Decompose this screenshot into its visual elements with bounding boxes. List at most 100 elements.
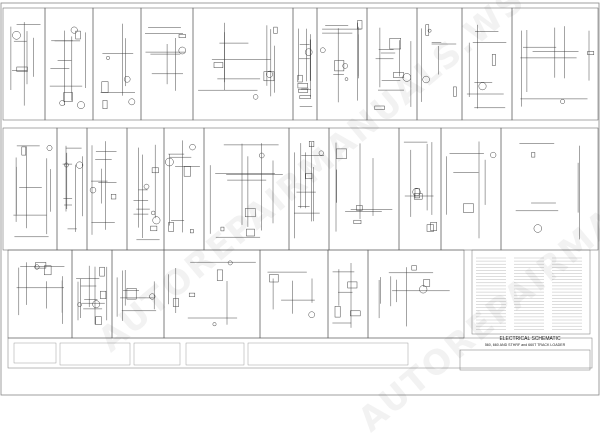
component-symbol [356, 205, 363, 211]
panel-wiring [335, 142, 393, 232]
panel-wiring [100, 23, 136, 109]
component-symbol [165, 157, 174, 167]
panel-wiring [89, 141, 117, 235]
component-symbol [46, 145, 53, 151]
component-symbol [491, 54, 496, 66]
panel-wiring [515, 143, 580, 240]
panel-wiring [421, 24, 457, 102]
notes-box [185, 342, 245, 366]
component-symbol [64, 162, 69, 168]
panel-frame [192, 7, 294, 121]
component-symbol [334, 60, 345, 72]
panel-frame [398, 127, 442, 251]
panel-wiring [403, 141, 437, 232]
panel-frame [328, 127, 400, 251]
component-symbol [172, 298, 179, 307]
component-symbol [402, 73, 412, 82]
component-symbol [425, 24, 430, 36]
panel-wiring [378, 265, 450, 327]
component-symbol [244, 208, 256, 218]
component-symbol [59, 100, 66, 106]
component-symbol [12, 31, 21, 40]
component-symbol [269, 274, 279, 283]
panel-wiring [446, 141, 497, 239]
component-symbol [212, 322, 217, 327]
component-symbol [374, 105, 385, 110]
component-symbol [531, 152, 536, 158]
panel-wiring [165, 140, 200, 234]
component-symbol [336, 148, 347, 159]
component-symbol [183, 166, 191, 177]
component-symbol [168, 222, 174, 232]
revision-box [13, 342, 57, 364]
component-symbol [150, 225, 158, 232]
wire-color-key-box [59, 342, 131, 366]
panel-wiring [297, 28, 313, 107]
panel-wiring [62, 145, 84, 232]
component-symbol [297, 83, 308, 89]
component-symbol [587, 51, 595, 55]
component-symbol [334, 306, 341, 318]
component-symbol [99, 266, 105, 277]
panel-wiring [320, 20, 363, 103]
component-symbol [478, 82, 487, 91]
component-symbol [318, 150, 324, 156]
component-symbol [77, 302, 82, 307]
panel-wiring [267, 271, 315, 318]
panel-frame [44, 7, 94, 121]
component-symbol [35, 262, 47, 269]
panel-wiring [116, 270, 157, 321]
component-symbol [560, 99, 566, 104]
component-symbol [95, 316, 102, 325]
panel-frame [416, 7, 463, 121]
component-symbol [252, 94, 259, 100]
component-symbol [216, 269, 223, 281]
sheet-border [0, 2, 600, 396]
component-symbol [75, 30, 81, 40]
component-symbol [227, 260, 233, 266]
component-symbol [353, 219, 362, 224]
component-symbol [189, 143, 196, 151]
panel-frame [511, 7, 599, 121]
component-symbol [258, 152, 265, 159]
component-symbol [350, 310, 361, 317]
panel-wiring [520, 26, 595, 107]
component-symbol [126, 288, 137, 300]
component-symbol [266, 70, 273, 78]
component-symbol [246, 228, 255, 237]
panel-frame [500, 127, 599, 251]
component-symbol [411, 265, 417, 271]
panel-wiring [10, 22, 41, 106]
panel-frame [92, 7, 142, 121]
schematic-sheet [0, 2, 600, 396]
component-symbol [106, 55, 110, 60]
component-symbol [178, 46, 187, 55]
panel-frame [440, 127, 502, 251]
component-symbol [70, 26, 78, 34]
component-symbol [389, 38, 401, 50]
component-symbol [463, 203, 474, 213]
panel-wiring [294, 141, 324, 239]
component-symbol [414, 188, 420, 199]
component-symbol [304, 48, 313, 56]
component-symbol [308, 311, 315, 318]
panel-frame [259, 249, 329, 339]
component-symbol [16, 66, 28, 72]
schematic-subtitle: 560, 660 AND STHRF and 660T TRACK LOADER [484, 343, 566, 347]
component-symbol [152, 216, 161, 225]
panel-wiring [13, 145, 53, 238]
panel-frame [327, 249, 369, 339]
component-symbol [299, 95, 311, 99]
component-symbol [76, 161, 84, 169]
panel-wiring [16, 262, 65, 324]
component-symbol [263, 71, 275, 82]
component-symbol [419, 285, 428, 294]
component-symbol [188, 292, 196, 297]
panel-wiring [145, 27, 187, 91]
component-symbol [149, 293, 156, 300]
panel-frame [163, 249, 261, 339]
component-symbol [533, 224, 542, 233]
panel-frame [2, 127, 58, 251]
component-symbol [151, 167, 159, 174]
component-symbol [413, 193, 423, 200]
